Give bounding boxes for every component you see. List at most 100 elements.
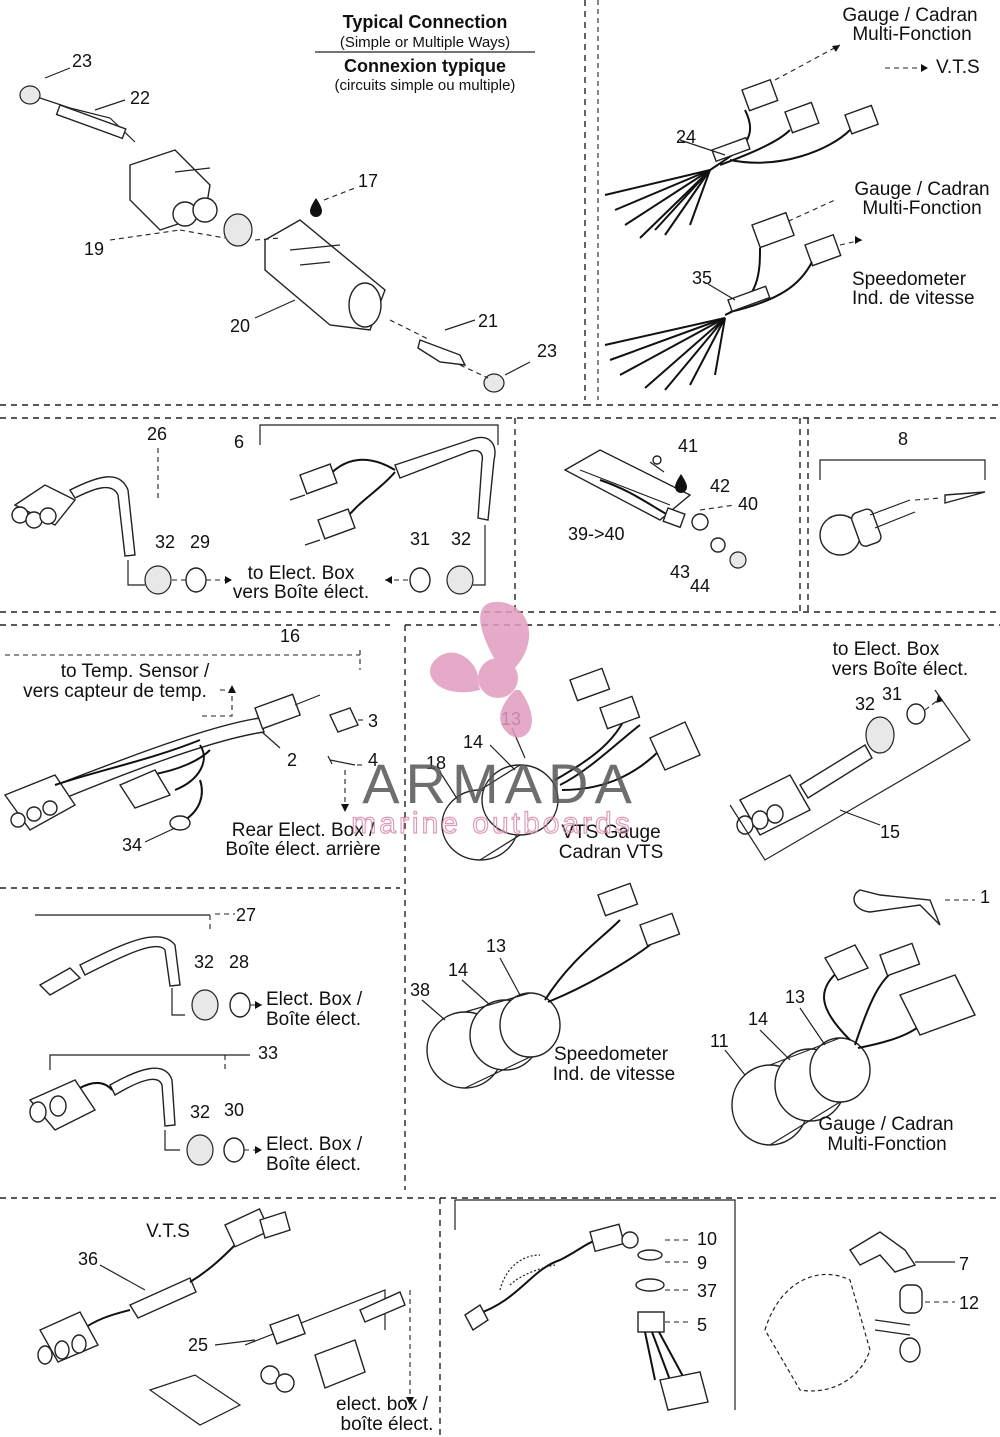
section-harness-26-6: 26 32 29 to Elect. Box vers Boîte élect.… (11, 424, 499, 603)
watermark: ARMADA marine outboards (351, 601, 632, 841)
callout-23a: 23 (72, 51, 92, 71)
callout-3: 3 (368, 711, 378, 731)
seal-19 (223, 213, 253, 247)
grease-drop-icon (675, 474, 687, 493)
connector-25 (314, 1339, 366, 1389)
callout-30: 30 (224, 1100, 244, 1120)
callout-7: 7 (959, 1254, 969, 1274)
screw-41 (652, 455, 662, 465)
callout-23b: 23 (537, 341, 557, 361)
callout-19: 19 (84, 239, 104, 259)
connector-speedo-b (639, 912, 681, 947)
callout-26: 26 (147, 424, 167, 444)
callout-35: 35 (692, 268, 712, 288)
label-elect-box-fr-2: vers Boîte élect. (832, 659, 968, 680)
label-vts-gauge-fr: Cadran VTS (559, 842, 664, 863)
label-gauge-en-3: Gauge / Cadran (818, 1114, 953, 1135)
bracket-39 (563, 449, 692, 521)
section-harness-24-35: Gauge / Cadran Multi-Fonction V.T.S 24 G… (597, 0, 990, 400)
hose-15 (799, 744, 873, 799)
connector-35b (804, 233, 842, 267)
label-gauge-en-1: Gauge / Cadran (842, 5, 977, 26)
section-switch: 10 9 37 5 (454, 1199, 736, 1411)
nut-32c (865, 716, 895, 754)
grease-drop-icon (310, 198, 322, 217)
pins-24 (604, 169, 711, 239)
callout-43: 43 (670, 562, 690, 582)
connector-switch (659, 1371, 709, 1411)
callout-31b: 31 (882, 684, 902, 704)
label-gauge-fr-1: Multi-Fonction (852, 24, 971, 45)
label-elect-box-fr-1: vers Boîte élect. (233, 582, 369, 603)
connector-gauge-a (823, 944, 870, 981)
hose-27 (79, 936, 181, 987)
label-speedo-en-2: Speedometer (554, 1044, 669, 1065)
title-en: Typical Connection (343, 12, 508, 32)
callout-10: 10 (697, 1229, 717, 1249)
section-multifunction-gauge: 1 13 14 11 Gauge / Cadran Multi-Fonction (710, 887, 990, 1155)
housing-outline (764, 1273, 871, 1392)
connector-24c (844, 104, 880, 135)
subtitle-en: (Simple or Multiple Ways) (340, 34, 510, 51)
bracket-7 (849, 1231, 917, 1273)
connector-24b (784, 101, 820, 134)
label-elect-box-fr-5: boîte élect. (341, 1414, 434, 1435)
section-holder-7-12: 7 12 (764, 1231, 979, 1392)
connector-gauge-b (879, 942, 921, 977)
callout-32a: 32 (155, 532, 175, 552)
callout-6: 6 (234, 432, 244, 452)
label-vts-arrow: V.T.S (936, 57, 980, 78)
label-vts-gauge-en: VTS Gauge (561, 822, 660, 843)
terminal-21 (417, 339, 467, 366)
hose-36 (128, 1277, 197, 1319)
clip-1 (853, 889, 941, 926)
connector-35a (751, 211, 795, 249)
callout-44: 44 (690, 576, 710, 596)
label-speedo-en-1: Speedometer (852, 269, 967, 290)
connector-24a (741, 78, 779, 112)
callout-32b: 32 (451, 529, 471, 549)
label-speedo-fr-1: Ind. de vitesse (852, 288, 975, 309)
connector-6a (299, 463, 338, 495)
hose-16 (29, 717, 265, 811)
label-elect-box-en-4: Elect. Box / (266, 1134, 363, 1155)
callout-20: 20 (230, 316, 250, 336)
title-fr: Connexion typique (344, 56, 506, 76)
label-temp-en: to Temp. Sensor / (61, 661, 210, 682)
callout-31a: 31 (410, 529, 430, 549)
label-vts-title: V.T.S (146, 1221, 190, 1242)
connector-13b (649, 721, 701, 771)
section-sensor-8: 8 (819, 429, 986, 556)
section-vts-harness: V.T.S 36 25 elect. box / boîte élect. (37, 1208, 434, 1435)
callout-8: 8 (898, 429, 908, 449)
clip-12 (899, 1284, 923, 1314)
label-elect-box-en-2: to Elect. Box (833, 639, 940, 660)
callout-17: 17 (358, 171, 378, 191)
callout-34: 34 (122, 835, 142, 855)
connector-16b (118, 769, 172, 809)
callout-38: 38 (410, 980, 430, 1000)
callout-33: 33 (258, 1043, 278, 1063)
header-block: Typical Connection (Simple or Multiple W… (315, 12, 535, 94)
label-elect-box-en-5: elect. box / (336, 1394, 429, 1415)
connector-6b (317, 508, 356, 540)
callout-41: 41 (678, 436, 698, 456)
callout-9: 9 (697, 1253, 707, 1273)
propeller-logo-icon (430, 601, 532, 738)
clip-3 (329, 707, 359, 733)
callout-28: 28 (229, 952, 249, 972)
label-elect-box-en-1: to Elect. Box (248, 563, 355, 584)
callout-37: 37 (697, 1281, 717, 1301)
connector-gauge-c (899, 974, 976, 1036)
nut-32e (186, 1134, 214, 1166)
switch-body (589, 1223, 626, 1253)
callout-18: 18 (426, 753, 446, 773)
label-gauge-en-2: Gauge / Cadran (854, 179, 989, 200)
callout-40: 40 (738, 494, 758, 514)
label-elect-box-en-3: Elect. Box / (266, 989, 363, 1010)
label-rear-fr: Boîte élect. arrière (225, 839, 380, 860)
callout-4: 4 (368, 750, 378, 770)
section-speedometer: 13 14 38 Speedometer Ind. de vitesse (410, 882, 681, 1089)
label-temp-fr: vers capteur de temp. (23, 681, 207, 702)
callout-14b: 14 (448, 960, 468, 980)
